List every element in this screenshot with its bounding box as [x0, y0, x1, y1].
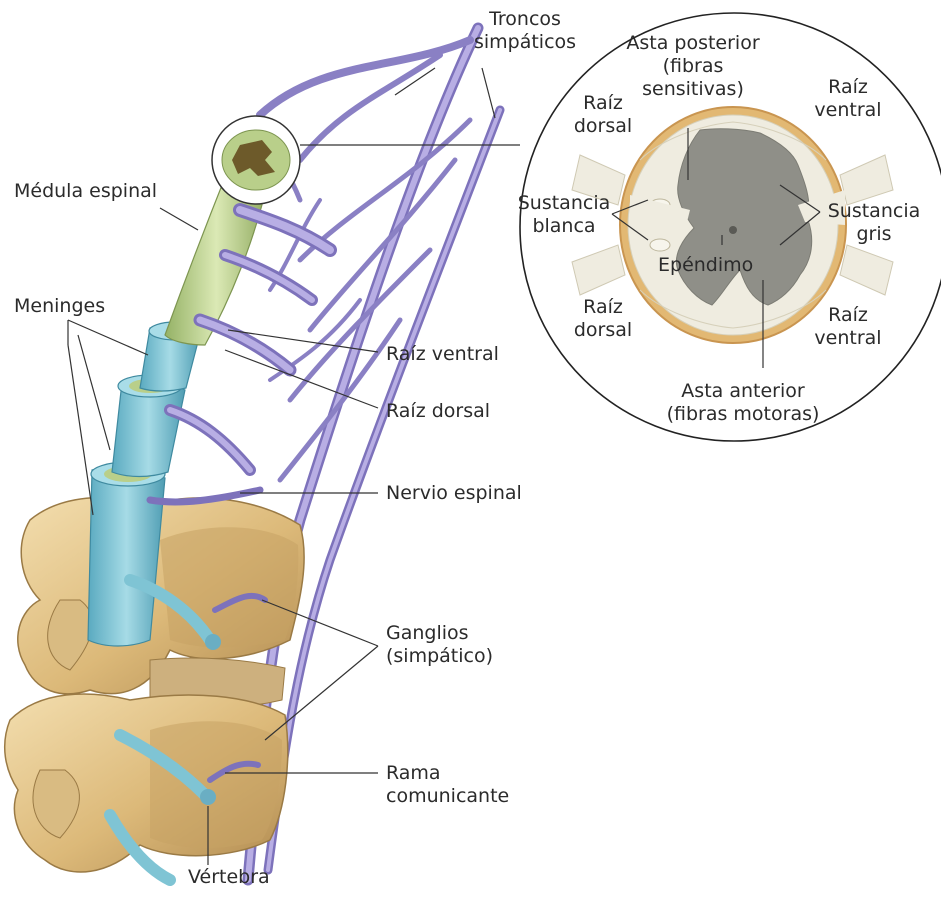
label-raiz-dorsal-bottom: Raíz dorsal — [565, 296, 641, 342]
label-ganglios-line2: (simpático) — [386, 645, 493, 668]
label-asta-anterior: Asta anterior (fibras motoras) — [653, 380, 833, 426]
label-raiz-dorsal-top: Raíz dorsal — [565, 92, 641, 138]
label-raiz-ventral-top-line2: ventral — [808, 99, 888, 122]
gray-matter — [676, 129, 811, 305]
label-ganglios-line1: Ganglios — [386, 622, 493, 645]
label-rama-line1: Rama — [386, 762, 509, 785]
label-sustancia-gris-line1: Sustancia — [822, 200, 926, 223]
label-asta-posterior-line1: Asta posterior — [618, 32, 768, 55]
label-troncos-line1: Troncos — [465, 8, 585, 31]
label-sustancia-gris: Sustancia gris — [822, 200, 926, 246]
label-asta-posterior: Asta posterior (fibras sensitivas) — [618, 32, 768, 101]
label-rama-comunicante: Rama comunicante — [386, 762, 509, 808]
label-raiz-dorsal: Raíz dorsal — [386, 400, 490, 423]
section-marker — [212, 116, 520, 204]
label-meninges: Meninges — [14, 295, 105, 318]
label-medula-espinal: Médula espinal — [14, 180, 157, 203]
label-raiz-ventral: Raíz ventral — [386, 343, 499, 366]
label-raiz-ventral-bottom: Raíz ventral — [808, 304, 888, 350]
label-raiz-ventral-bottom-line1: Raíz — [808, 304, 888, 327]
label-raiz-ventral-top-line1: Raíz — [808, 76, 888, 99]
label-vertebra: Vértebra — [188, 866, 270, 889]
label-sustancia-gris-line2: gris — [822, 223, 926, 246]
label-raiz-dorsal-bottom-line2: dorsal — [565, 319, 641, 342]
label-asta-anterior-line1: Asta anterior — [653, 380, 833, 403]
label-nervio-espinal: Nervio espinal — [386, 482, 522, 505]
label-sustancia-blanca-line2: blanca — [516, 215, 612, 238]
label-ganglios: Ganglios (simpático) — [386, 622, 493, 668]
label-troncos-line2: simpáticos — [465, 31, 585, 54]
label-sustancia-blanca: Sustancia blanca — [516, 192, 612, 238]
label-raiz-ventral-top: Raíz ventral — [808, 76, 888, 122]
label-asta-posterior-line2: (fibras — [618, 55, 768, 78]
label-asta-anterior-line2: (fibras motoras) — [653, 403, 833, 426]
label-troncos-simpaticos: Troncos simpáticos — [465, 8, 585, 54]
label-raiz-dorsal-top-line1: Raíz — [565, 92, 641, 115]
label-rama-line2: comunicante — [386, 785, 509, 808]
label-sustancia-blanca-line1: Sustancia — [516, 192, 612, 215]
label-ependimo: Epéndimo — [658, 254, 753, 277]
label-raiz-dorsal-bottom-line1: Raíz — [565, 296, 641, 319]
label-raiz-ventral-bottom-line2: ventral — [808, 327, 888, 350]
label-raiz-dorsal-top-line2: dorsal — [565, 115, 641, 138]
